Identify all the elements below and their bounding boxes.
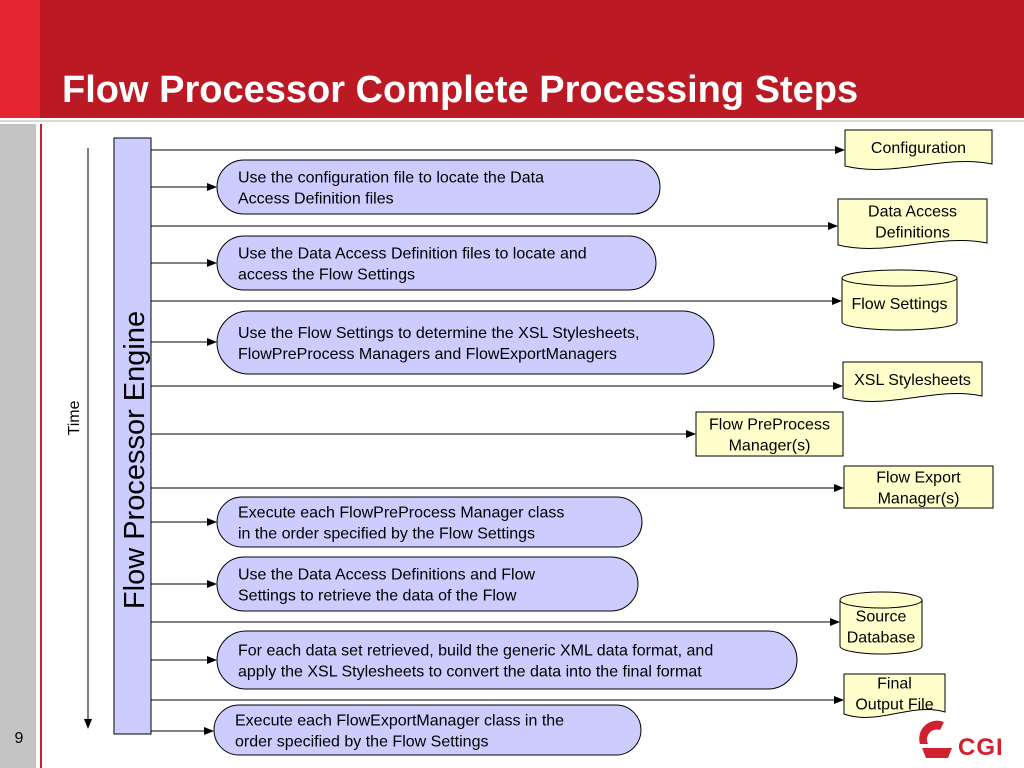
step-6-line-2: apply the XSL Stylesheets to convert the… [238,664,702,681]
artifact-3-cylinder: Flow Settings [841,269,958,331]
step-3-line-2: FlowPreProcess Managers and FlowExportMa… [238,346,617,363]
title-bar [0,0,1024,118]
brand-wordmark: CGI [958,734,1004,761]
logo-base-icon [922,748,952,758]
steps-layer: Use the configuration file to locate the… [213,159,798,756]
slide-title: Flow Processor Complete Processing Steps [62,69,859,111]
step-shape [216,630,798,690]
step-shape [216,496,643,548]
artifact-5-line-1: Flow PreProcess [709,417,830,434]
step-shape [216,235,657,291]
title-bar-accent [0,0,40,118]
artifact-8-line-2: Output File [855,697,933,714]
cgi-logo [919,720,952,758]
step-5-line-2: Settings to retrieve the data of the Flo… [238,588,517,605]
artifact-7-line-1: Source [856,609,907,626]
box-shape [695,411,844,457]
artifact-4-document: XSL Stylesheets [842,361,983,402]
step-6-line-1: For each data set retrieved, build the g… [238,643,713,660]
document-shape [837,198,988,249]
engine-label: Flow Processor Engine [119,311,151,609]
step-2-line-1: Use the Data Access Definition files to … [238,246,587,263]
artifact-4-line-1: XSL Stylesheets [854,372,971,389]
artifact-1-line-1: Configuration [871,140,966,157]
step-7-line-1: Execute each FlowExportManager class in … [235,713,564,730]
arrows-layer [151,146,845,735]
artifact-2-line-1: Data Access [868,204,957,221]
artifact-6-line-2: Manager(s) [878,491,960,508]
step-5-line-1: Use the Data Access Definitions and Flow [238,567,535,584]
artifact-7-line-2: Database [847,630,916,647]
step-box-2: Use the Data Access Definition files to … [216,235,657,291]
document-shape [844,129,993,170]
document-shape [843,673,946,718]
step-box-3: Use the Flow Settings to determine the X… [216,310,715,375]
left-margin-band [0,124,36,768]
step-box-5: Use the Data Access Definitions and Flow… [216,556,639,612]
step-shape [213,704,642,756]
step-box-6: For each data set retrieved, build the g… [216,630,798,690]
box-shape [843,465,994,509]
artifact-5-line-2: Manager(s) [729,438,811,455]
time-label: Time [66,400,83,435]
step-shape [216,159,661,215]
step-shape [216,310,715,375]
page-number: 9 [14,730,24,747]
step-box-7: Execute each FlowExportManager class in … [213,704,642,756]
artifact-8-line-1: Final [877,676,912,693]
cylinder-rim [839,599,923,609]
artifact-1-document: Configuration [844,129,993,170]
step-7-line-2: order specified by the Flow Settings [235,734,488,751]
step-1-line-1: Use the configuration file to locate the… [238,170,544,187]
engine-bar [113,137,152,735]
cylinder-shape [839,591,923,655]
artifact-6-box: Flow ExportManager(s) [843,465,994,509]
artifact-3-line-1: Flow Settings [851,296,947,313]
document-shape [842,361,983,402]
cylinder-rim [841,277,958,287]
artifact-2-line-2: Definitions [875,225,950,242]
step-2-line-2: access the Flow Settings [238,267,415,284]
step-box-1: Use the configuration file to locate the… [216,159,661,215]
artifact-6-line-1: Flow Export [876,470,961,487]
step-shape [216,556,639,612]
step-1-line-2: Access Definition files [238,191,394,208]
step-3-line-1: Use the Flow Settings to determine the X… [238,325,639,342]
header-divider [0,120,1024,122]
step-4-line-1: Execute each FlowPreProcess Manager clas… [238,505,564,522]
logo-swoosh-icon [919,720,944,744]
step-4-line-2: in the order specified by the Flow Setti… [238,526,535,543]
left-margin-line [40,124,42,768]
step-box-4: Execute each FlowPreProcess Manager clas… [216,496,643,548]
